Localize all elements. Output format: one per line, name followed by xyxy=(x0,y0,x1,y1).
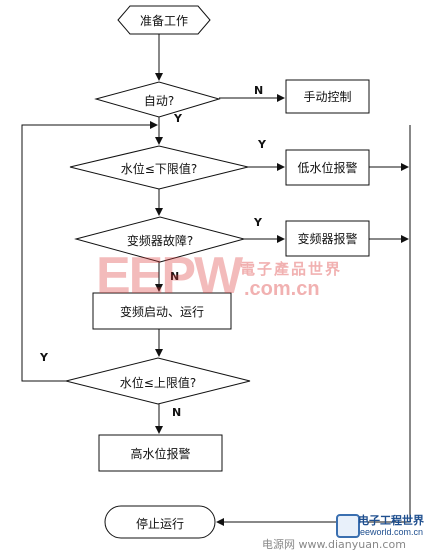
eeworld-corner-site: eeworld.com.cn xyxy=(360,527,424,537)
eepw-watermark-chinese: 電子產品世界 xyxy=(240,261,343,278)
loop-line-from-high-check xyxy=(21,121,158,382)
auto-decision-shape xyxy=(94,81,221,118)
auto-yes-label: Y xyxy=(174,112,182,125)
fault-alarm-label: 变频器报警 xyxy=(297,232,358,246)
low-level-alarm-label: 低水位报警 xyxy=(297,161,358,175)
footer-credit: 电源网 www.dianyuan.com xyxy=(262,538,406,551)
run-process-label: 变频启动、运行 xyxy=(119,305,204,319)
eeworld-logo-icon xyxy=(336,514,360,538)
high-level-alarm-label: 高水位报警 xyxy=(130,447,191,461)
manual-control-shape xyxy=(285,79,370,114)
fault-no-label: N xyxy=(170,270,180,283)
manual-control-label: 手动控制 xyxy=(303,90,352,104)
high-no-label: N xyxy=(172,406,182,419)
fault-alarm-shape xyxy=(285,220,370,257)
auto-decision-label: 自动? xyxy=(143,94,175,108)
stop-terminal-shape xyxy=(104,505,216,539)
eepw-watermark-domain: .com.cn xyxy=(244,278,320,300)
return-line-right xyxy=(216,125,411,526)
low-level-decision-label: 水位≤下限值? xyxy=(120,162,198,176)
high-level-alarm-shape xyxy=(98,434,223,472)
high-level-decision-shape xyxy=(65,357,251,405)
run-process-shape xyxy=(92,292,232,330)
start-node-shape xyxy=(117,5,211,35)
start-node-label: 准备工作 xyxy=(139,14,188,28)
high-yes-label: Y xyxy=(40,351,48,364)
fault-decision-label: 变频器故障? xyxy=(126,234,194,248)
eepw-watermark-logo: EEPW xyxy=(96,247,243,305)
low-level-alarm-shape xyxy=(285,149,370,186)
high-level-decision-label: 水位≤上限值? xyxy=(119,376,197,390)
stop-terminal-label: 停止运行 xyxy=(135,517,184,531)
fault-yes-label: Y xyxy=(254,216,262,229)
auto-no-label: N xyxy=(254,84,264,97)
eeworld-corner-name: 电子工程世界 xyxy=(358,515,424,527)
low-yes-label: Y xyxy=(258,138,266,151)
